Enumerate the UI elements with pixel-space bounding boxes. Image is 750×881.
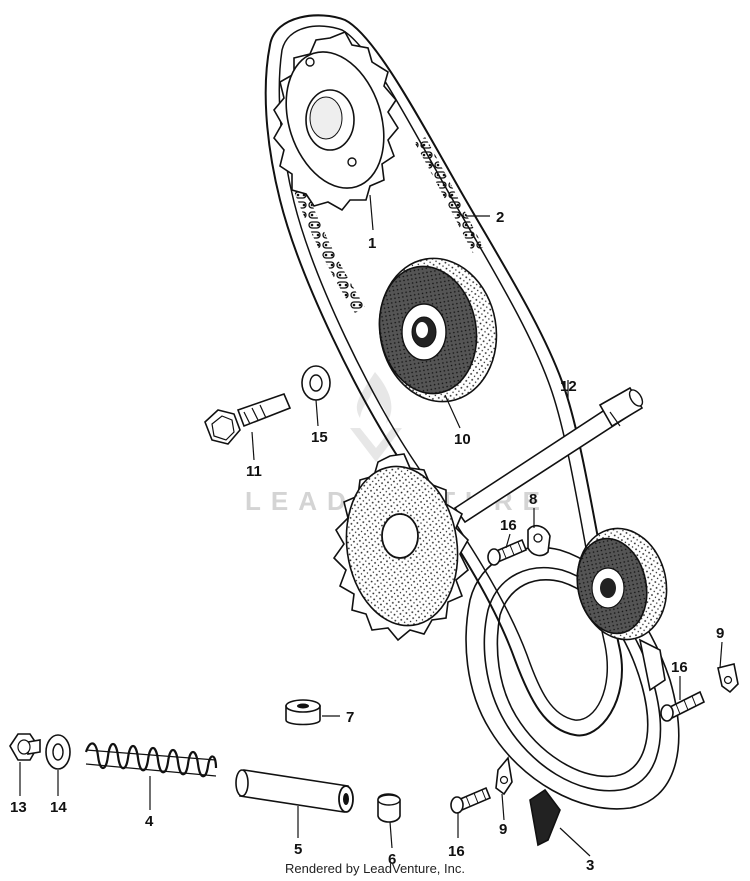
callout-10: 10 (454, 431, 471, 448)
spring-4 (84, 742, 218, 778)
bolt-16-upper (487, 538, 528, 566)
top-sprocket (273, 30, 399, 212)
callout-16-lower: 16 (448, 843, 465, 860)
callouts: 1 2 3 4 5 6 7 8 9 9 10 11 12 13 14 15 16… (10, 209, 724, 874)
bracket-9-lower (495, 756, 513, 796)
callout-9-lower: 9 (499, 821, 507, 838)
sleeve-5 (235, 769, 354, 813)
callout-3: 3 (586, 857, 594, 874)
lock-plate-8 (527, 524, 551, 557)
lower-roller (576, 527, 668, 641)
bolt-16-lower (450, 786, 492, 814)
drive-chain (264, 14, 623, 737)
tensioner-roller (378, 257, 498, 403)
callout-15: 15 (311, 429, 328, 446)
bracket-9-right (717, 663, 739, 694)
nut-13 (9, 733, 41, 761)
flame-logo-icon (350, 372, 402, 462)
pivot-bolt (204, 392, 292, 445)
lower-sprocket (332, 453, 469, 642)
callout-12: 12 (560, 378, 577, 395)
leader-lines (19, 194, 723, 857)
callout-6: 6 (388, 851, 396, 868)
callout-16-upper: 16 (500, 517, 517, 534)
callout-4: 4 (145, 813, 154, 830)
cap-6 (377, 793, 401, 823)
render-credit: Rendered by LeadVenture, Inc. (285, 861, 465, 876)
callout-7: 7 (346, 709, 354, 726)
callout-9-right: 9 (716, 625, 724, 642)
callout-1: 1 (368, 235, 376, 252)
collar-7 (285, 699, 321, 726)
bolt-16-right (660, 690, 706, 722)
washer-15 (301, 365, 331, 401)
callout-14: 14 (50, 799, 67, 816)
callout-2: 2 (496, 209, 504, 226)
washer-14 (45, 734, 71, 770)
callout-13: 13 (10, 799, 27, 816)
callout-8: 8 (529, 491, 537, 508)
callout-16-right: 16 (671, 659, 688, 676)
callout-11: 11 (246, 463, 262, 480)
tensioner-shaft (453, 386, 644, 524)
callout-5: 5 (294, 841, 302, 858)
